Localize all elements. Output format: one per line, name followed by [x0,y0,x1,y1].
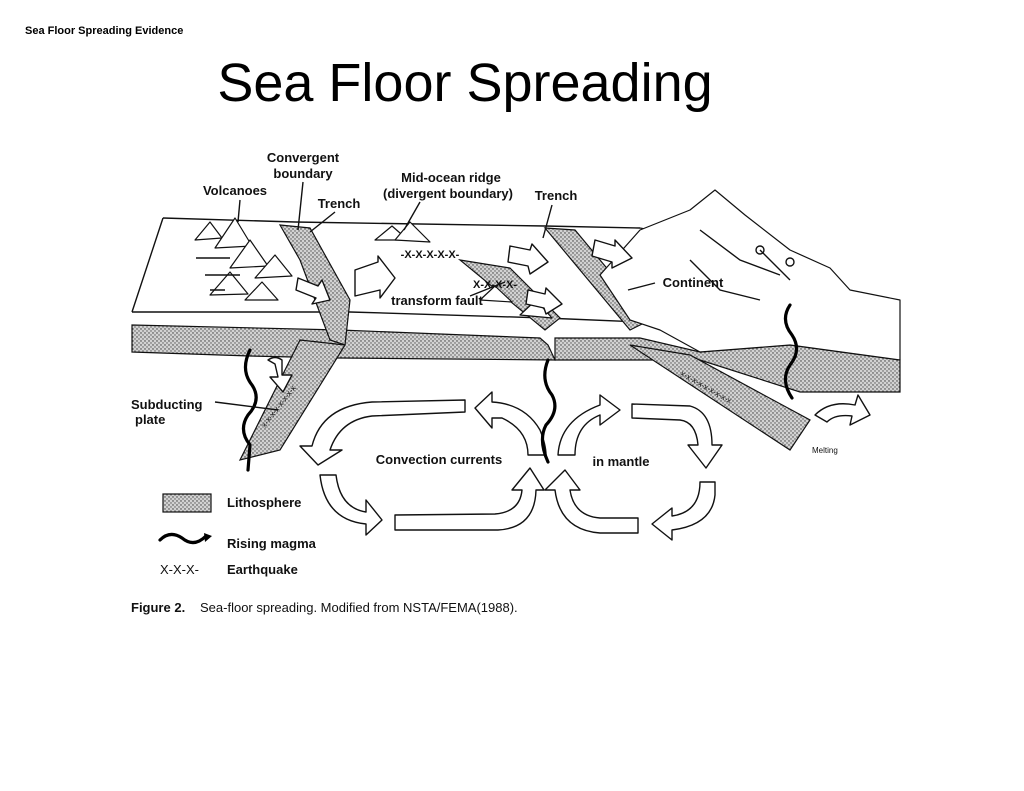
continent-illustration [599,189,901,361]
legend-earthquake-symbol: X-X-X- [160,562,199,577]
mid-ocean-ridge-illustration [374,221,553,319]
rising-magma-lines [241,303,799,472]
label-trench-left: Trench [318,196,361,211]
legend-magma-arrowhead [204,533,212,542]
label-trench-right: Trench [535,188,578,203]
label-convergent-boundary-line1: Convergent [267,150,340,165]
label-mid-ocean-ridge-line1: Mid-ocean ridge [401,170,501,185]
label-in-mantle: in mantle [592,454,649,469]
convection-arrows [267,239,871,541]
label-ridge-earthquakes: -X-X-X-X-X- [401,249,460,261]
legend: Lithosphere Rising magma X-X-X- Earthqua… [158,493,317,577]
label-transform-fault: transform fault [391,293,483,308]
legend-lithosphere-swatch [162,493,212,513]
legend-earthquake-label: Earthquake [227,562,298,577]
label-subducting-plate-line2: plate [135,412,165,427]
label-fault-earthquakes: X-X-X-X- [473,279,517,291]
legend-rising-magma-label: Rising magma [227,536,317,551]
slide-title: Sea Floor Spreading [217,53,713,113]
label-mid-ocean-ridge-line2: (divergent boundary) [383,186,513,201]
legend-lithosphere-label: Lithosphere [227,495,301,510]
caption-text: Sea-floor spreading. Modified from NSTA/… [200,600,518,615]
legend-magma-swatch [158,532,208,545]
label-convection-currents: Convection currents [376,452,502,467]
slide-header: Sea Floor Spreading Evidence [25,25,184,37]
label-convergent-boundary-line2: boundary [273,166,333,181]
caption-figure-label: Figure 2. [131,600,185,615]
label-subducting-plate-line1: Subducting [131,397,203,412]
volcanoes-illustration [194,217,293,301]
label-continent: Continent [663,275,724,290]
label-melting: Melting [812,446,838,455]
label-volcanoes: Volcanoes [203,183,267,198]
